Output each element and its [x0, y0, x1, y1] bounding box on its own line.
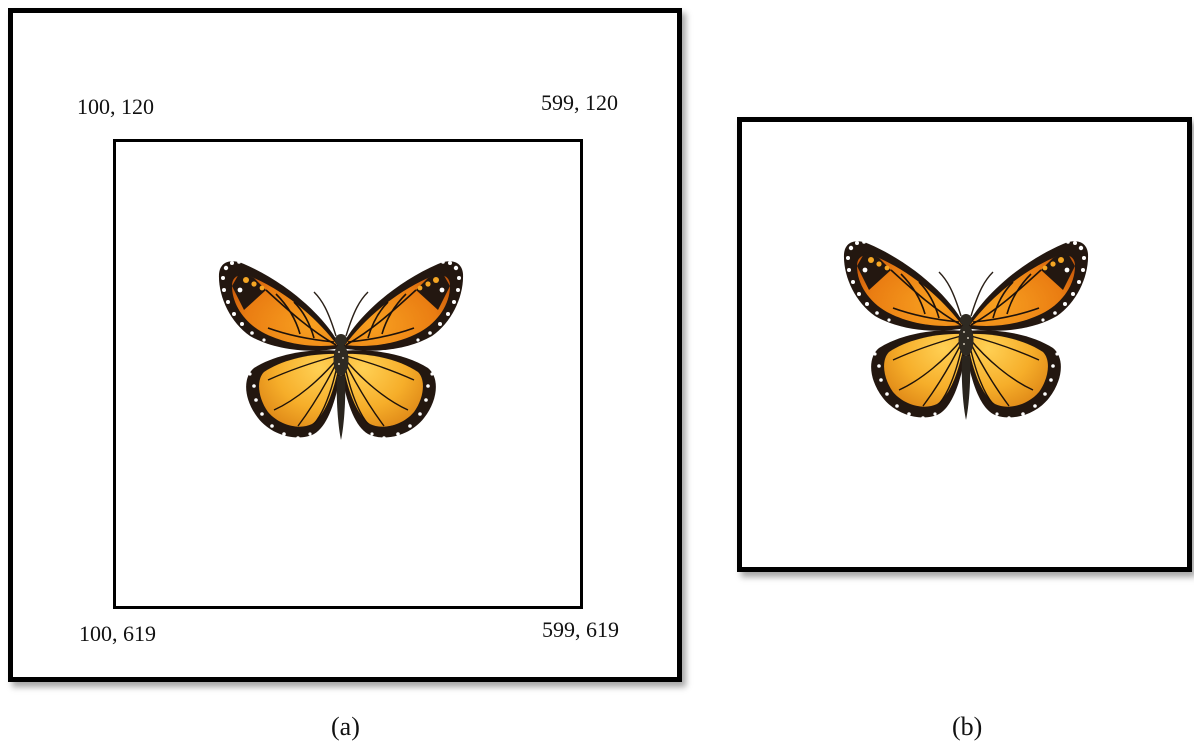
coord-bottom-right-label: 599, 619: [542, 619, 619, 641]
coord-top-right-label: 599, 120: [541, 92, 618, 114]
monarch-butterfly-image: [835, 230, 1097, 432]
caption-b: (b): [952, 714, 982, 740]
coord-top-left-label: 100, 120: [77, 96, 154, 118]
caption-a: (a): [331, 714, 360, 740]
monarch-butterfly-image: [210, 250, 472, 452]
coord-bottom-left-label: 100, 619: [79, 623, 156, 645]
